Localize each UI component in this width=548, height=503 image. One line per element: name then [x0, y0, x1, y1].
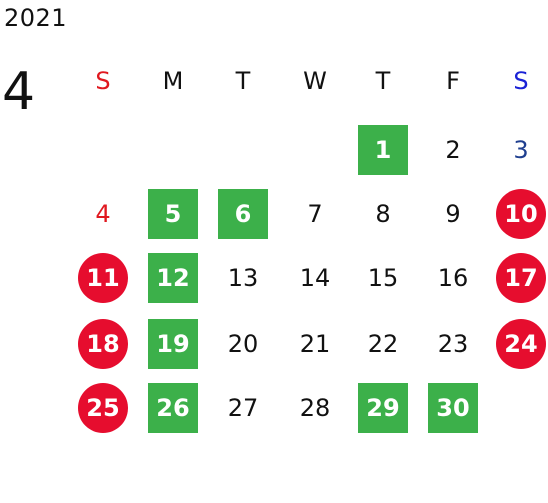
- day-cell[interactable]: 26: [148, 383, 198, 433]
- day-cell[interactable]: 3: [513, 136, 529, 164]
- day-cell[interactable]: 27: [227, 394, 259, 422]
- day-cell[interactable]: 10: [496, 189, 546, 239]
- weekday-6: S: [513, 67, 529, 95]
- day-cell[interactable]: 14: [299, 264, 331, 292]
- year-label: 2021: [4, 4, 68, 32]
- day-cell[interactable]: 5: [148, 189, 198, 239]
- day-cell[interactable]: 18: [78, 319, 128, 369]
- day-cell[interactable]: 16: [437, 264, 469, 292]
- day-cell[interactable]: 21: [299, 330, 331, 358]
- day-cell[interactable]: 8: [375, 200, 391, 228]
- day-cell[interactable]: 17: [496, 253, 546, 303]
- day-cell[interactable]: 24: [496, 319, 546, 369]
- day-cell[interactable]: 1: [358, 125, 408, 175]
- day-cell[interactable]: 13: [227, 264, 259, 292]
- day-cell[interactable]: 30: [428, 383, 478, 433]
- weekday-3: W: [303, 67, 327, 95]
- day-cell[interactable]: 2: [445, 136, 461, 164]
- day-cell[interactable]: 20: [227, 330, 259, 358]
- day-cell[interactable]: 23: [437, 330, 469, 358]
- weekday-5: F: [446, 67, 460, 95]
- day-cell[interactable]: 6: [218, 189, 268, 239]
- weekday-2: T: [235, 67, 251, 95]
- day-cell[interactable]: 9: [445, 200, 461, 228]
- day-cell[interactable]: 28: [299, 394, 331, 422]
- weekday-0: S: [95, 67, 111, 95]
- weekday-4: T: [375, 67, 391, 95]
- day-cell[interactable]: 12: [148, 253, 198, 303]
- day-cell[interactable]: 22: [367, 330, 399, 358]
- day-cell[interactable]: 4: [95, 200, 111, 228]
- day-cell[interactable]: 15: [367, 264, 399, 292]
- day-cell[interactable]: 25: [78, 383, 128, 433]
- day-cell[interactable]: 11: [78, 253, 128, 303]
- day-cell[interactable]: 19: [148, 319, 198, 369]
- month-label: 4: [2, 62, 36, 122]
- day-cell[interactable]: 7: [307, 200, 323, 228]
- day-cell[interactable]: 29: [358, 383, 408, 433]
- weekday-1: M: [162, 67, 184, 95]
